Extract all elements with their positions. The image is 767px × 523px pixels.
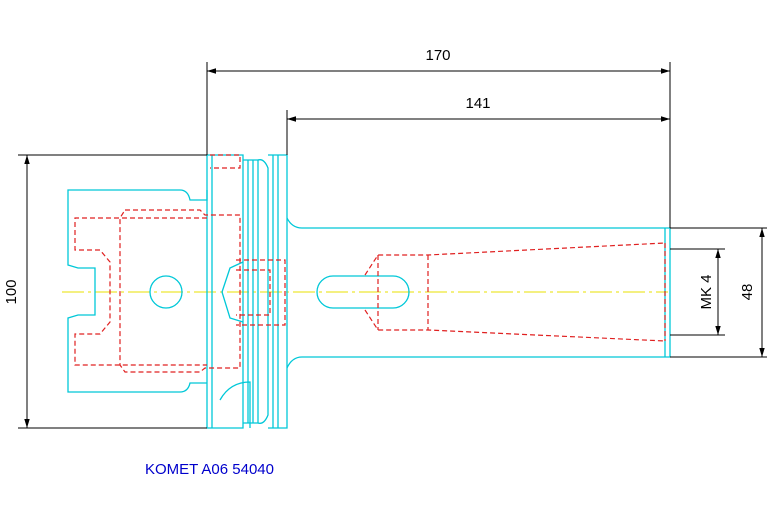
dimension-shank-diameter: 48 (670, 227, 767, 358)
dim-label-141: 141 (465, 95, 490, 112)
dim-label-48: 48 (739, 284, 756, 301)
dim-label-mk4: MK 4 (698, 274, 715, 309)
dim-label-170: 170 (425, 47, 450, 64)
dimension-taper: MK 4 (670, 248, 725, 336)
drawing-caption: KOMET A06 54040 (145, 461, 274, 478)
dimension-shank-length: 141 (286, 95, 670, 155)
hidden-lines (74, 154, 666, 373)
dimension-overall-length: 170 (206, 47, 671, 228)
dimension-flange-diameter: 100 (3, 154, 207, 429)
dim-label-100: 100 (3, 279, 20, 304)
